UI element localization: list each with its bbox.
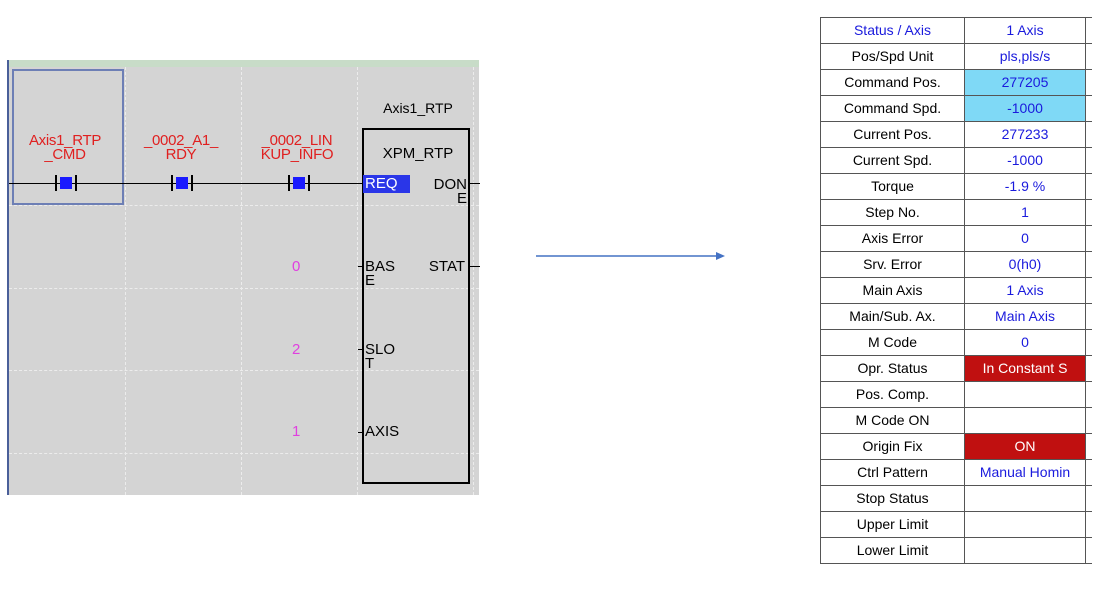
pin-axis: AXIS xyxy=(365,423,400,440)
row-label: M Code xyxy=(820,329,965,356)
stat-output-wire xyxy=(470,266,480,267)
const-axis[interactable]: 1 xyxy=(292,423,301,440)
row-label: Opr. Status xyxy=(820,355,965,382)
grid-line xyxy=(9,370,479,371)
pin-tick xyxy=(358,349,364,350)
row-value: Main Axis xyxy=(964,303,1086,330)
row-label: Axis Error xyxy=(820,225,965,252)
row-label: Pos. Comp. xyxy=(820,381,965,408)
pin-req-selected[interactable]: REQ xyxy=(363,175,410,193)
grid-line xyxy=(125,67,126,495)
const-slot[interactable]: 2 xyxy=(292,341,301,358)
row-label: Upper Limit xyxy=(820,511,965,538)
pin-stat: STAT xyxy=(428,258,465,275)
row-value: Manual Homin xyxy=(964,459,1086,486)
row-value: 277205 xyxy=(964,69,1086,96)
table-row: Step No.1 xyxy=(820,199,1092,226)
row-label: Step No. xyxy=(820,199,965,226)
row-label: Pos/Spd Unit xyxy=(820,43,965,70)
grid-line xyxy=(473,67,474,495)
row-label: Stop Status xyxy=(820,485,965,512)
pin-tick xyxy=(358,266,364,267)
row-label: Torque xyxy=(820,173,965,200)
row-value: ON xyxy=(964,433,1086,460)
contact-label-rtp-cmd[interactable]: Axis1_RTP_CMD xyxy=(28,132,102,163)
header-axis[interactable]: 1 Axis xyxy=(964,17,1086,44)
row-label: Current Spd. xyxy=(820,147,965,174)
table-row: M Code ON xyxy=(820,407,1092,434)
table-row: Command Pos.277205 xyxy=(820,69,1092,96)
row-label: Command Spd. xyxy=(820,95,965,122)
header-status-axis: Status / Axis xyxy=(820,17,965,44)
row-label: Ctrl Pattern xyxy=(820,459,965,486)
row-label: Command Pos. xyxy=(820,69,965,96)
row-value xyxy=(964,407,1086,434)
table-row: Torque-1.9 % xyxy=(820,173,1092,200)
row-value: -1000 xyxy=(964,95,1086,122)
contact-linkup-info[interactable] xyxy=(288,175,310,191)
row-value: In Constant S xyxy=(964,355,1086,382)
row-label: Srv. Error xyxy=(820,251,965,278)
fb-type-name: XPM_RTP xyxy=(382,145,454,162)
table-row: Upper Limit xyxy=(820,511,1092,538)
row-value: 0 xyxy=(964,225,1086,252)
selection-cursor xyxy=(12,69,124,205)
row-value: -1000 xyxy=(964,147,1086,174)
table-row: Stop Status xyxy=(820,485,1092,512)
fb-instance-name[interactable]: Axis1_RTP xyxy=(383,100,453,116)
contact-a1-rdy[interactable] xyxy=(171,175,193,191)
row-label: M Code ON xyxy=(820,407,965,434)
row-value: 1 Axis xyxy=(964,277,1086,304)
contact-axis1-rtp-cmd[interactable] xyxy=(55,175,77,191)
table-row: Main/Sub. Ax.Main Axis xyxy=(820,303,1092,330)
row-value: 277233 xyxy=(964,121,1086,148)
row-label: Current Pos. xyxy=(820,121,965,148)
row-label: Main/Sub. Ax. xyxy=(820,303,965,330)
row-value: 0 xyxy=(964,329,1086,356)
grid-line xyxy=(9,288,479,289)
row-value xyxy=(964,511,1086,538)
grid-line xyxy=(241,67,242,495)
row-label: Lower Limit xyxy=(820,537,965,564)
row-label: Origin Fix xyxy=(820,433,965,460)
row-value xyxy=(964,485,1086,512)
row-value xyxy=(964,537,1086,564)
row-label: Main Axis xyxy=(820,277,965,304)
done-output-wire xyxy=(470,183,480,184)
table-row: Lower Limit xyxy=(820,537,1092,564)
row-value xyxy=(964,381,1086,408)
row-value: -1.9 % xyxy=(964,173,1086,200)
grid-line xyxy=(357,67,358,495)
row-value: 1 xyxy=(964,199,1086,226)
pin-tick xyxy=(358,432,364,433)
table-row: Current Pos.277233 xyxy=(820,121,1092,148)
ladder-header-strip xyxy=(9,60,479,67)
table-row: Command Spd.-1000 xyxy=(820,95,1092,122)
function-block-xpm-rtp[interactable] xyxy=(362,128,470,484)
table-row: Current Spd.-1000 xyxy=(820,147,1092,174)
table-header-row: Status / Axis 1 Axis xyxy=(820,17,1092,44)
const-base[interactable]: 0 xyxy=(292,258,301,275)
contact-label-a1-rdy[interactable]: _0002_A1_RDY xyxy=(143,132,219,163)
right-arrow-icon xyxy=(536,252,725,260)
grid-line xyxy=(9,205,479,206)
row-value: pls,pls/s xyxy=(964,43,1086,70)
grid-line xyxy=(9,453,479,454)
row-value: 0(h0) xyxy=(964,251,1086,278)
table-row: Pos. Comp. xyxy=(820,381,1092,408)
